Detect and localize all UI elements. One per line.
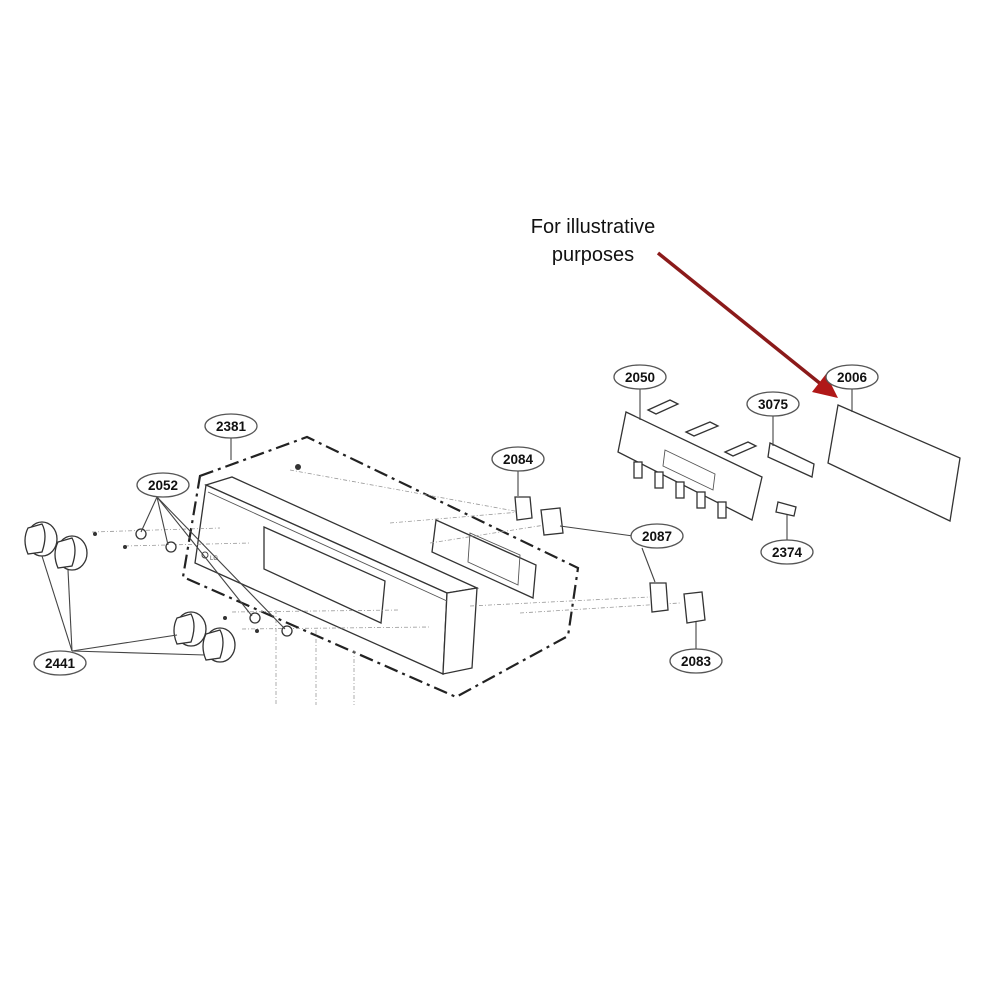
callout-2374[interactable]: 2374 (760, 539, 814, 565)
control-panel-2381[interactable]: LG (194, 476, 537, 675)
switch-2084[interactable] (514, 496, 564, 536)
svg-text:LG: LG (210, 556, 218, 562)
callout-2083[interactable]: 2083 (669, 648, 723, 674)
assembly-boundary (181, 435, 580, 699)
screw-icon (295, 464, 301, 470)
note-line-1: For illustrative (531, 216, 655, 238)
svg-text:2087: 2087 (642, 529, 672, 544)
svg-text:2441: 2441 (45, 656, 76, 671)
knob-icon (173, 611, 207, 647)
overlay-2006[interactable] (827, 404, 961, 522)
callout-2084[interactable]: 2084 (491, 446, 545, 472)
callout-2087[interactable]: 2087 (630, 523, 684, 549)
svg-text:2084: 2084 (503, 452, 534, 467)
callout-2050[interactable]: 2050 (613, 364, 667, 390)
svg-text:3075: 3075 (758, 397, 789, 412)
leader-lines (41, 389, 853, 656)
knob-icon (202, 627, 236, 663)
svg-text:2381: 2381 (216, 419, 247, 434)
callout-2006[interactable]: 2006 (825, 364, 879, 390)
washer-group-2052[interactable] (93, 528, 293, 637)
display-module-3075[interactable] (767, 442, 815, 478)
connector-2374[interactable] (775, 501, 797, 517)
callout-2052[interactable]: 2052 (136, 472, 190, 498)
svg-text:2374: 2374 (772, 545, 803, 560)
control-board-2050[interactable] (617, 399, 763, 521)
svg-text:2052: 2052 (148, 478, 178, 493)
switch-2087[interactable] (649, 582, 669, 613)
illustrative-note: For illustrative purposes (531, 216, 655, 266)
callout-2381[interactable]: 2381 (204, 413, 258, 439)
switch-2083[interactable] (683, 591, 706, 624)
svg-text:2050: 2050 (625, 370, 655, 385)
knob-group-2441[interactable] (24, 521, 236, 663)
knob-icon (24, 521, 58, 557)
svg-text:2006: 2006 (837, 370, 868, 385)
knob-icon (54, 535, 88, 571)
red-arrow-icon (656, 251, 838, 398)
note-line-2: purposes (552, 244, 634, 266)
callout-2441[interactable]: 2441 (33, 650, 87, 676)
svg-text:2083: 2083 (681, 654, 712, 669)
callout-3075[interactable]: 3075 (746, 391, 800, 417)
